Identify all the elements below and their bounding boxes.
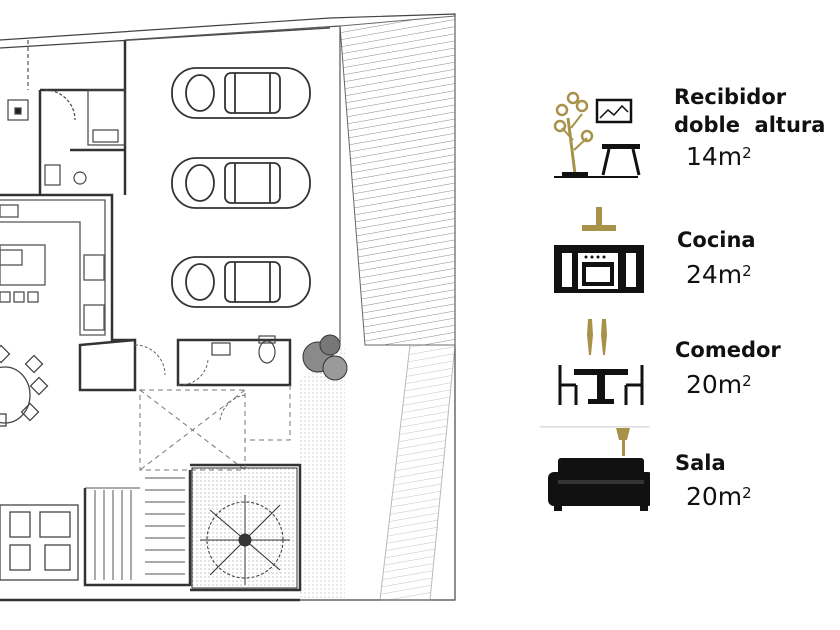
legend-label-line-2: doble altura (674, 113, 826, 137)
area-legend: Recibidor doble altura 14m2 Cocina 24m2 (540, 0, 840, 630)
legend-item-comedor: Comedor 20m2 (540, 315, 840, 415)
dotted-area (300, 345, 345, 600)
legend-area: 20m2 (686, 370, 752, 400)
legend-item-cocina: Cocina 24m2 (540, 205, 840, 305)
garden-patio (191, 467, 298, 589)
area-value: 24m (686, 260, 743, 289)
double-height-void (139, 385, 291, 471)
living-room-sofa-icon (540, 426, 650, 511)
living-sofa (0, 504, 79, 581)
door-swings (134, 344, 246, 421)
dining-table (0, 344, 49, 427)
upper-bathroom (7, 89, 126, 186)
area-value: 20m (686, 482, 743, 511)
legend-label: Sala (675, 451, 726, 475)
kitchen-counter (0, 199, 106, 336)
lower-bathroom (211, 335, 276, 364)
legend-item-sala: Sala 20m2 (540, 420, 840, 520)
area-exponent: 2 (742, 372, 752, 390)
floor-plan (0, 13, 456, 602)
legend-area: 20m2 (686, 482, 752, 512)
kitchen-icon (554, 207, 644, 293)
dining-icon (558, 319, 644, 405)
car (171, 256, 311, 308)
car (171, 67, 311, 119)
legend-item-recibidor: Recibidor doble altura 14m2 (540, 80, 840, 190)
reception-double-height-icon (553, 91, 641, 178)
bar-stools (0, 291, 39, 303)
legend-label: Cocina (677, 228, 756, 252)
car (171, 157, 311, 209)
legend-area: 14m2 (686, 142, 752, 172)
area-exponent: 2 (742, 262, 752, 280)
stairs (85, 477, 185, 580)
garage-lines (27, 25, 341, 345)
legend-area: 24m2 (686, 260, 752, 290)
area-exponent: 2 (742, 144, 752, 162)
shrub (302, 334, 348, 381)
legend-label: Comedor (675, 338, 781, 362)
area-exponent: 2 (742, 484, 752, 502)
hatched-strip (339, 15, 456, 346)
legend-label-line-1: Recibidor (674, 85, 787, 109)
area-value: 14m (686, 142, 743, 171)
area-value: 20m (686, 370, 743, 399)
hatched-wedge (379, 344, 456, 601)
